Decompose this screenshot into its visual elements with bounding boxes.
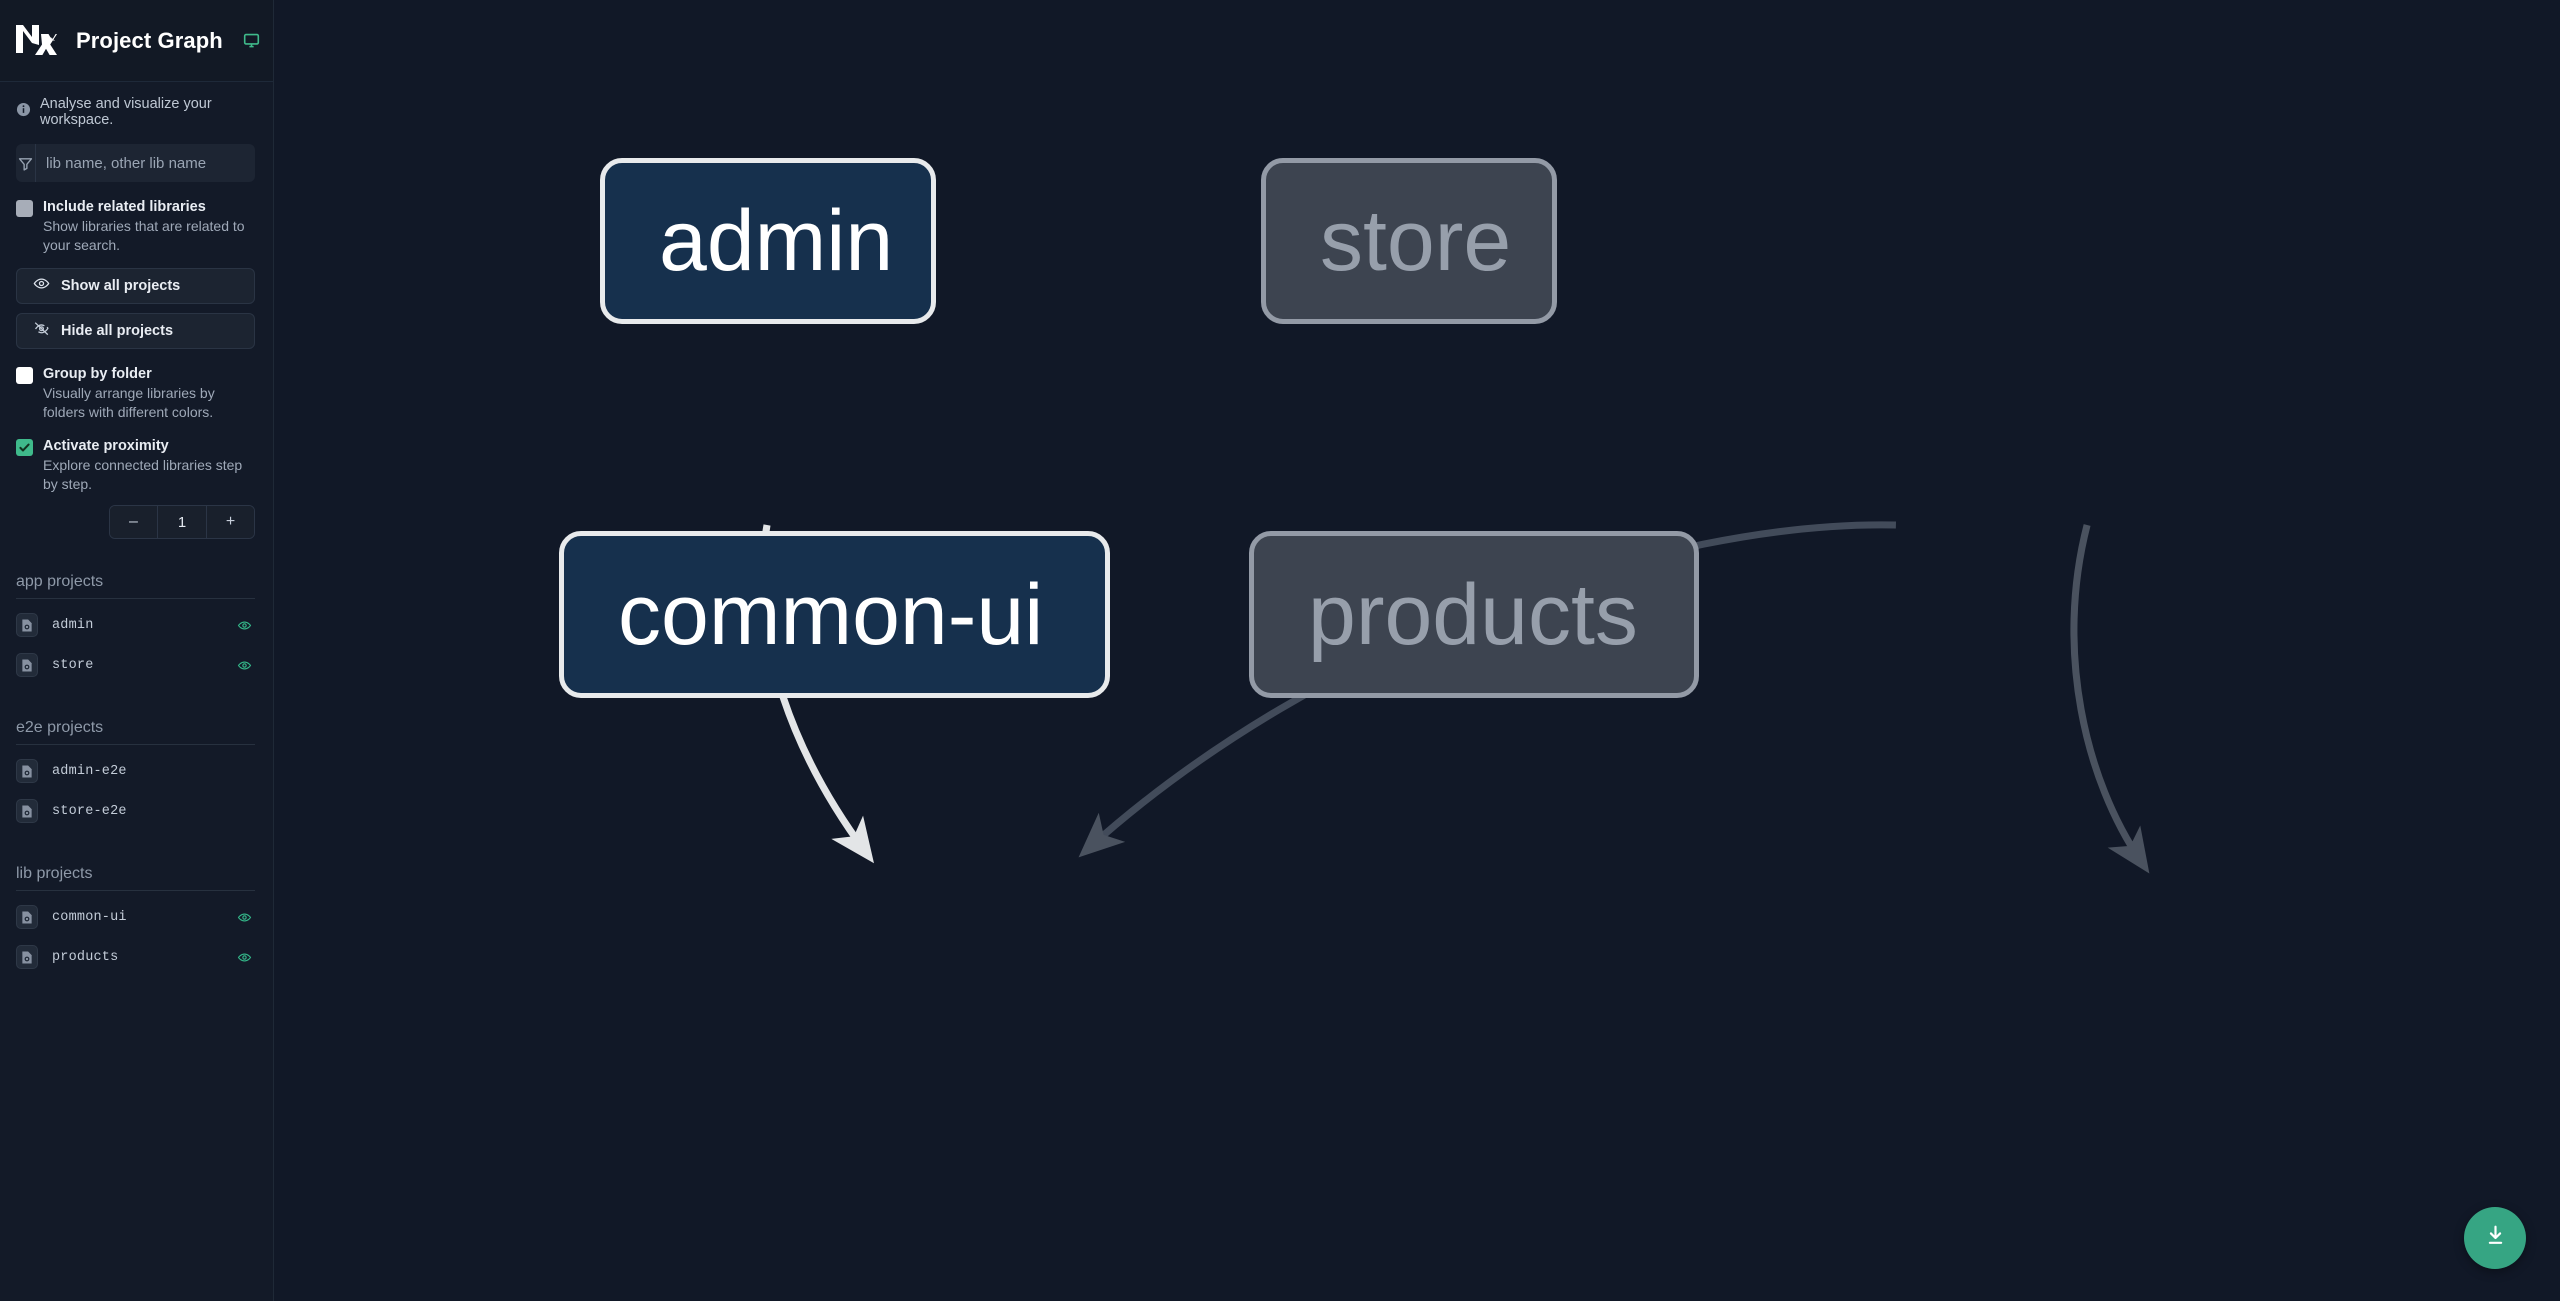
project-list-item-admin-e2e[interactable]: admin-e2e (16, 751, 255, 791)
hide-all-projects-button[interactable]: Hide all projects (16, 313, 255, 350)
include-related-checkbox[interactable] (16, 200, 33, 217)
option-activate-proximity[interactable]: Activate proximity Explore connected lib… (0, 421, 273, 493)
tagline-text: Analyse and visualize your workspace. (40, 96, 212, 128)
search-input[interactable] (36, 144, 255, 182)
divider (16, 744, 255, 746)
activate-proximity-checkbox[interactable] (16, 439, 33, 457)
graph-node-products[interactable]: products (1249, 531, 1699, 698)
project-group-app: app projects admin (0, 573, 273, 685)
edge-store-to-products (2070, 524, 2150, 874)
show-all-projects-label: Show all projects (61, 278, 181, 295)
project-list-item-store-e2e[interactable]: store-e2e (16, 791, 255, 831)
download-icon (2483, 1223, 2508, 1253)
project-name: admin-e2e (52, 763, 127, 779)
divider (16, 598, 255, 600)
project-group-lib-title: lib projects (16, 865, 93, 883)
include-related-description: Show libraries that are related to your … (43, 218, 245, 253)
sidebar: Project Graph Analyse and visualize your… (0, 0, 274, 1301)
hide-all-projects-label: Hide all projects (61, 323, 174, 340)
divider (16, 890, 255, 892)
project-group-lib: lib projects common-ui (0, 865, 273, 977)
download-graph-button[interactable] (2464, 1207, 2526, 1269)
monitor-icon[interactable] (243, 32, 260, 49)
search-row (0, 138, 273, 182)
project-list-item-admin[interactable]: admin (16, 605, 255, 645)
activate-proximity-label: Activate proximity (43, 438, 169, 455)
project-name: store-e2e (52, 803, 127, 819)
show-all-projects-button[interactable]: Show all projects (16, 268, 255, 305)
project-group-e2e-title: e2e projects (16, 719, 104, 737)
graph-canvas[interactable]: admin store common-ui products (274, 0, 2560, 1301)
tagline: Analyse and visualize your workspace. (0, 82, 273, 138)
project-file-icon (16, 613, 38, 638)
project-list-item-store[interactable]: store (16, 645, 255, 685)
project-group-app-title: app projects (16, 573, 104, 591)
group-by-folder-label: Group by folder (43, 366, 152, 383)
project-group-e2e: e2e projects admin-e2e (0, 719, 273, 831)
project-file-icon (16, 653, 38, 678)
graph-node-label: store (1320, 193, 1512, 289)
eye-icon (33, 275, 50, 297)
project-name: admin (52, 617, 94, 633)
group-by-folder-checkbox[interactable] (16, 367, 33, 385)
visibility-buttons: Show all projects Hide all projects (0, 254, 273, 350)
option-group-by-folder[interactable]: Group by folder Visually arrange librari… (0, 349, 273, 421)
proximity-decrement-button[interactable]: – (110, 506, 157, 539)
eye-icon[interactable] (235, 950, 253, 965)
sidebar-header: Project Graph (0, 0, 273, 82)
include-related-label: Include related libraries (43, 199, 206, 215)
eye-icon[interactable] (235, 910, 253, 925)
graph-node-store[interactable]: store (1261, 158, 1557, 324)
proximity-increment-button[interactable]: + (207, 506, 254, 539)
eye-off-icon (33, 320, 50, 342)
project-file-icon (16, 905, 38, 930)
project-list-item-common-ui[interactable]: common-ui (16, 897, 255, 937)
graph-node-label: admin (659, 193, 894, 289)
graph-node-admin[interactable]: admin (600, 158, 936, 324)
project-file-icon (16, 799, 38, 824)
graph-node-common-ui[interactable]: common-ui (559, 531, 1110, 698)
search-box[interactable] (16, 144, 255, 182)
info-icon (16, 102, 31, 122)
nx-logo-icon (14, 21, 58, 61)
page-title: Project Graph (76, 27, 223, 53)
project-name: products (52, 949, 119, 965)
eye-icon[interactable] (235, 618, 253, 633)
project-name: common-ui (52, 909, 127, 925)
graph-node-label: products (1308, 566, 1638, 663)
project-file-icon (16, 759, 38, 784)
proximity-stepper[interactable]: – 1 + (109, 505, 255, 540)
group-by-folder-description: Visually arrange libraries by folders wi… (43, 385, 215, 420)
proximity-value: 1 (157, 506, 207, 539)
project-list-item-products[interactable]: products (16, 937, 255, 977)
activate-proximity-description: Explore connected libraries step by step… (43, 457, 243, 492)
eye-icon[interactable] (235, 658, 253, 673)
option-include-related[interactable]: Include related libraries Show libraries… (0, 182, 273, 254)
graph-node-label: common-ui (618, 566, 1044, 663)
project-file-icon (16, 945, 38, 970)
filter-funnel-icon (16, 144, 36, 182)
proximity-stepper-wrap: – 1 + (0, 493, 273, 540)
project-name: store (52, 657, 94, 673)
